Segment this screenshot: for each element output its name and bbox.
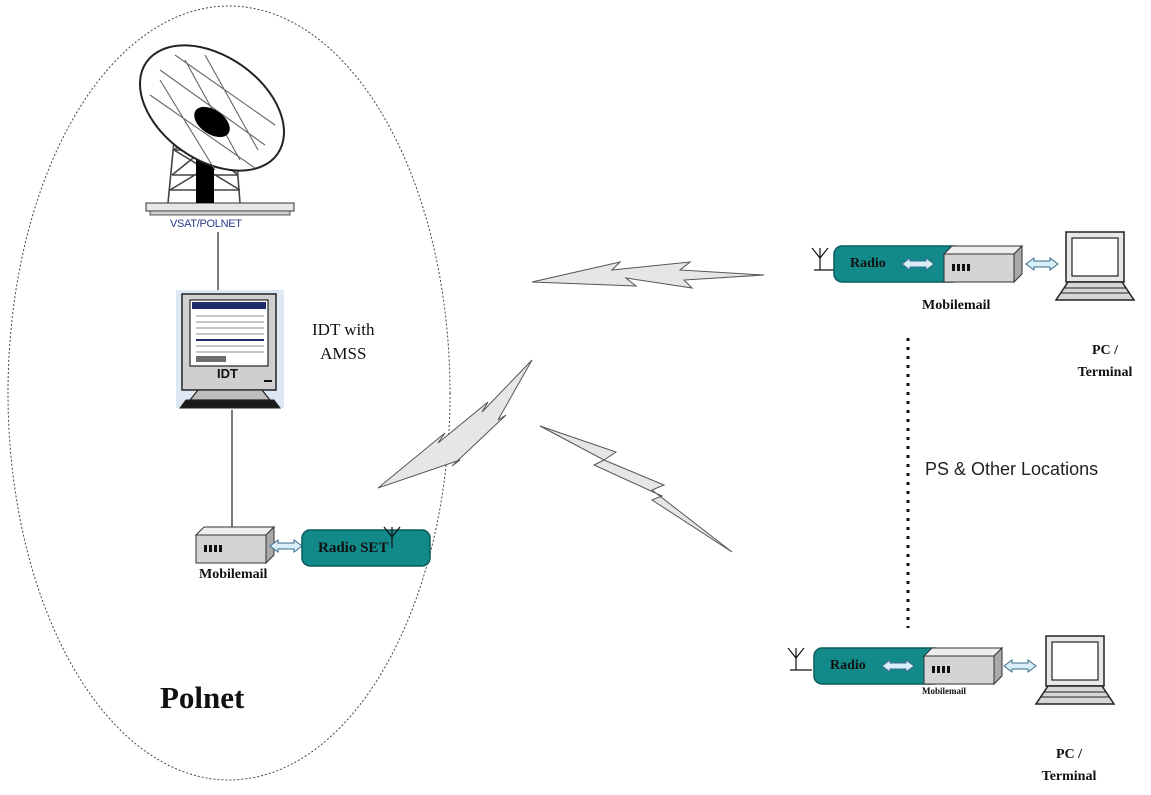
- antenna-icon: [787, 647, 812, 671]
- pc-terminal-label: PC / Terminal: [1060, 340, 1150, 384]
- polnet-label: Polnet: [160, 680, 245, 715]
- pc-terminal-icon: [1055, 231, 1135, 301]
- radio-set-box: [301, 529, 431, 567]
- mobilemail-label: Mobilemail: [922, 686, 966, 696]
- mobilemail-modem-icon: [923, 647, 1003, 685]
- antenna-icon: [811, 247, 834, 271]
- pc-terminal-label-line2: Terminal: [1077, 365, 1133, 380]
- pc-terminal-label-line1: PC /: [1091, 343, 1119, 358]
- mobilemail-label: Mobilemail: [199, 567, 268, 582]
- pc-terminal-icon: [1035, 635, 1115, 705]
- lightning-link-lower: [539, 425, 733, 553]
- radio-label: Radio: [850, 256, 886, 271]
- modem-pc-arrow-icon: [1025, 257, 1059, 271]
- vsat-label: VSAT/POLNET: [170, 218, 242, 230]
- mobilemail-modem-icon: [943, 245, 1023, 283]
- lightning-link-diagonal: [377, 359, 533, 489]
- modem-radio-arrow-icon: [269, 539, 303, 553]
- ps-locations-label: PS & Other Locations: [925, 459, 1099, 479]
- idt-description: IDT with AMSS: [312, 318, 375, 366]
- vsat-dish-icon: [138, 44, 295, 216]
- idt-description-line1: IDT with: [312, 320, 375, 339]
- pc-terminal-label-line2: Terminal: [1041, 769, 1097, 784]
- idt-screen-label: IDT: [217, 366, 238, 381]
- modem-pc-arrow-icon: [1003, 659, 1037, 673]
- radio-label: Radio: [830, 658, 866, 673]
- radio-set-label: Radio SET: [318, 540, 389, 556]
- antenna-icon: [383, 526, 401, 548]
- idt-description-line2: AMSS: [320, 344, 367, 363]
- idt-monitor-icon: [176, 290, 284, 409]
- pc-terminal-label-line1: PC /: [1055, 747, 1083, 762]
- mobilemail-modem-icon: [195, 526, 275, 564]
- polnet-boundary: [7, 5, 451, 781]
- mobilemail-label: Mobilemail: [922, 298, 991, 313]
- lightning-link-top: [531, 261, 765, 289]
- pc-terminal-label: PC / Terminal: [1024, 744, 1114, 788]
